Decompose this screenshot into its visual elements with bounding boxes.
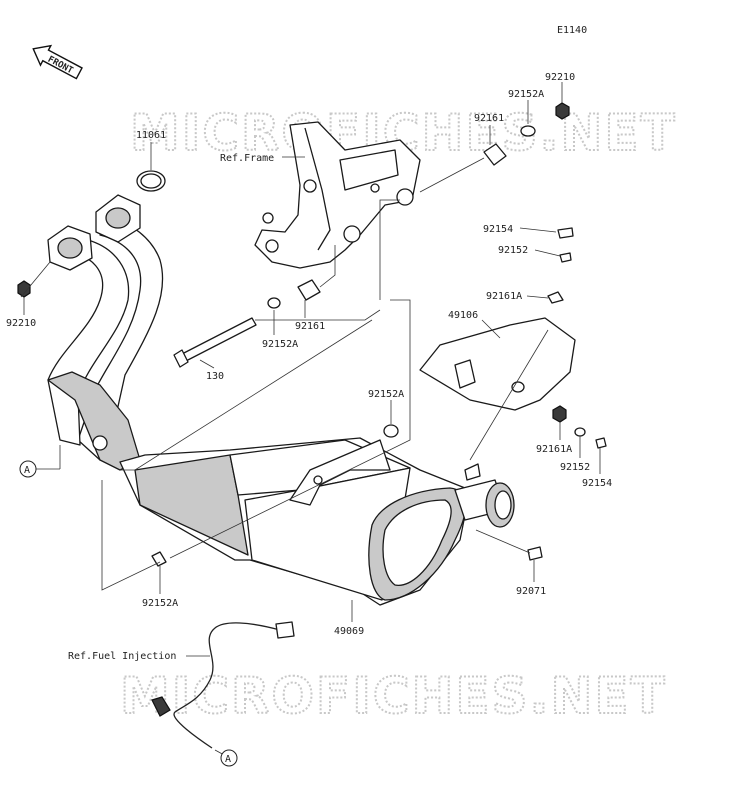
part-washer-bottom-label: 92152A [142, 598, 178, 609]
nut-left-icon [17, 280, 31, 298]
svg-text:A: A [225, 754, 231, 765]
damper-top-icon [483, 143, 507, 166]
washer-bottom-icon [151, 551, 167, 567]
bolt-130 [173, 317, 257, 368]
leader-lines [20, 82, 601, 757]
part-muffler-label: 49069 [334, 626, 364, 637]
washer-small-top-icon [559, 252, 572, 263]
nut-top-icon [555, 102, 570, 120]
watermark-top: MICROFICHES.NET [130, 104, 677, 162]
part-screw-bottom-label: 92154 [582, 478, 612, 489]
diagram-code: E1140 [557, 25, 587, 36]
part-gasket-label: 11061 [136, 130, 166, 141]
washer-small-bottom-icon [574, 427, 586, 437]
screw-bottom-icon [595, 437, 607, 449]
part-damper-small-top-label: 92161A [486, 291, 522, 302]
part-nut-top-label: 92210 [545, 72, 575, 83]
front-arrow-icon: FRONT [32, 44, 83, 80]
cap-icon [527, 546, 543, 561]
watermark-bottom: MICROFICHES.NET [120, 667, 667, 725]
part-washer-small-top-label: 92152 [498, 245, 528, 256]
part-washer-small-bottom-label: 92152 [560, 462, 590, 473]
callout-a-bottom: A [220, 749, 238, 767]
part-washer-top-label: 92152A [508, 89, 544, 100]
sensor-wire [151, 621, 295, 749]
svg-text:A: A [24, 465, 30, 476]
part-washer-bolt-label: 92152A [262, 339, 298, 350]
ref-fuel-injection-label: Ref.Fuel Injection [68, 651, 176, 662]
washer-bolt-icon [267, 297, 281, 309]
washer-top-icon [520, 125, 536, 137]
part-damper-mid-label: 92161 [295, 321, 325, 332]
damper-mid-icon [297, 279, 321, 301]
part-damper-small-bottom-label: 92161A [536, 444, 572, 455]
part-washer-mid-label: 92152A [368, 389, 404, 400]
heat-cover [419, 317, 576, 411]
part-screw-top-label: 92154 [483, 224, 513, 235]
frame-bracket [254, 121, 421, 269]
callout-a-left: A [19, 460, 37, 478]
screw-top-icon [557, 227, 574, 239]
part-cover-label: 49106 [448, 310, 478, 321]
damper-small-bottom-icon [552, 405, 567, 423]
part-cap-label: 92071 [516, 586, 546, 597]
part-damper-top-label: 92161 [474, 113, 504, 124]
muffler [119, 437, 515, 606]
ref-frame-label: Ref.Frame [220, 153, 274, 164]
damper-small-top-icon [547, 291, 564, 304]
exhaust-header [47, 194, 164, 471]
washer-mid-icon [383, 424, 399, 438]
part-nut-left-label: 92210 [6, 318, 36, 329]
part-bolt-label: 130 [206, 371, 224, 382]
